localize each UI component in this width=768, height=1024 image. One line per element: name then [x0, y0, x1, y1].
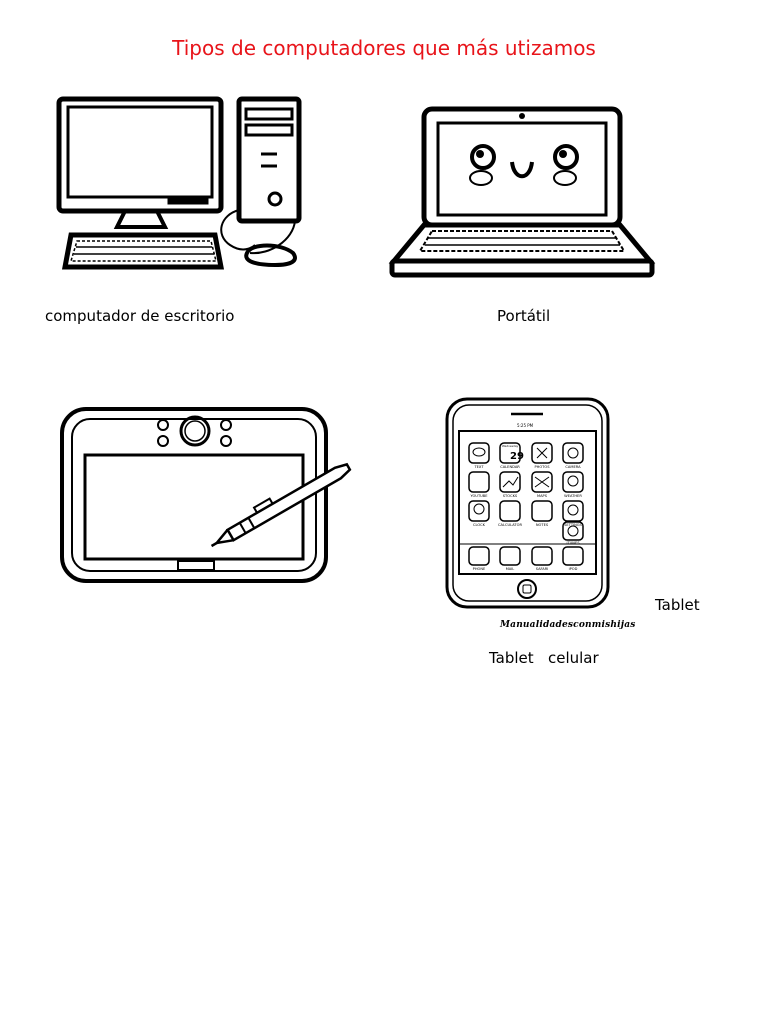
label-graphics-tablet: Tablet — [655, 596, 700, 614]
app-label: iTUNES — [566, 541, 580, 545]
dock-label: PHONE — [473, 567, 486, 571]
phone-calendar-day: 29 — [510, 451, 524, 462]
smartphone-icon: 5:25 PM 29 TEXT CALENDAR PHOTOS CAMERA Y… — [445, 397, 610, 609]
label-desktop-computer: computador de escritorio — [45, 307, 235, 325]
app-label: CAMERA — [565, 465, 581, 469]
dock-label: MAIL — [506, 567, 515, 571]
desktop-computer-icon — [56, 96, 302, 270]
watermark: Manualidadesconmishijas — [500, 620, 636, 630]
app-label: STOCKS — [503, 494, 518, 498]
app-label: MAPS — [537, 494, 548, 498]
phone-calendar-month: Wednesday — [502, 444, 519, 448]
phone-status-time: 5:25 PM — [517, 423, 534, 428]
graphics-tablet-icon — [60, 407, 352, 583]
app-label: PHOTOS — [534, 465, 550, 469]
dock-label: SAFARI — [536, 567, 549, 571]
page-title: Tipos de computadores que más utizamos — [172, 36, 596, 60]
app-label: SETTINGS — [564, 523, 582, 527]
label-laptop: Portátil — [497, 307, 551, 325]
app-label: CALCULATOR — [498, 523, 522, 527]
laptop-icon — [388, 106, 656, 278]
app-label: YOUTUBE — [470, 494, 488, 498]
app-label: CALENDAR — [500, 465, 520, 469]
app-label: CLOCK — [473, 523, 486, 527]
app-label: NOTES — [536, 523, 549, 527]
dock-label: iPOD — [569, 567, 578, 571]
app-label: WEATHER — [564, 494, 582, 498]
label-smartphone: Tablet celular — [489, 649, 599, 667]
app-label: TEXT — [473, 465, 484, 469]
